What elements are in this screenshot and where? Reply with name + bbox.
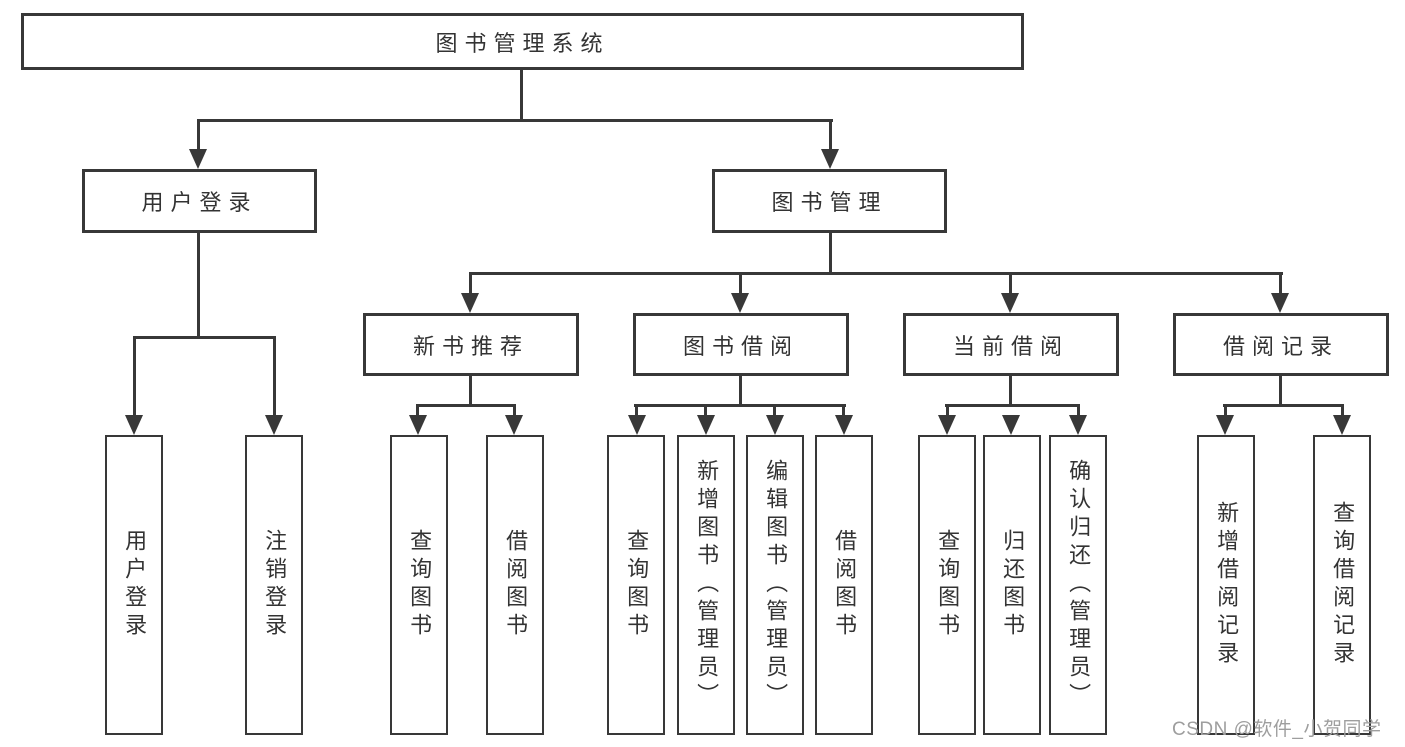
arrow-down-icon [821,149,839,169]
connector-line [704,404,707,418]
arrow-down-icon [125,415,143,435]
connector-line [416,404,516,407]
connector-line [946,404,949,418]
node-label: 查询图书 [624,529,650,641]
leaf-edit-books-admin: 编辑图书（管理员） [746,435,804,735]
arrow-down-icon [1216,415,1234,435]
node-label: 归还图书 [1000,529,1026,641]
connector-line [1077,404,1080,418]
leaf-query-borrow-record: 查询借阅记录 [1313,435,1371,735]
arrow-down-icon [628,415,646,435]
leaf-confirm-return-admin: 确认归还（管理员） [1049,435,1107,735]
leaf-borrow-books-borrowing: 借阅图书 [815,435,873,735]
arrow-down-icon [461,293,479,313]
arrow-down-icon [731,293,749,313]
leaf-logout: 注销登录 [245,435,303,735]
node-label: 新书推荐 [412,333,529,359]
connector-line [842,404,845,418]
connector-line [197,119,200,153]
connector-line [133,336,136,418]
connector-line [1279,272,1282,296]
connector-line [469,272,472,296]
leaf-return-books: 归还图书 [983,435,1041,735]
arrow-down-icon [409,415,427,435]
node-label: 注销登录 [262,529,288,641]
arrow-down-icon [766,415,784,435]
arrow-down-icon [835,415,853,435]
arrow-down-icon [265,415,283,435]
connector-line [469,272,1283,275]
node-current-borrowing: 当前借阅 [903,313,1119,376]
connector-line [829,119,832,153]
connector-line [773,404,776,418]
node-label: 借阅记录 [1222,333,1339,359]
connector-line [469,376,472,407]
node-label: 图书借阅 [682,333,799,359]
node-label: 新增图书（管理员） [694,459,720,711]
connector-line [1223,404,1344,407]
connector-line [739,376,742,407]
node-book-management: 图书管理 [712,169,947,233]
arrow-down-icon [505,415,523,435]
arrow-down-icon [1069,415,1087,435]
node-label: 编辑图书（管理员） [763,459,789,711]
connector-line [416,404,419,418]
node-user-login: 用户登录 [82,169,317,233]
connector-line [739,272,742,296]
node-label: 用户登录 [141,190,258,215]
node-label: 查询借阅记录 [1330,501,1356,669]
arrow-down-icon [697,415,715,435]
leaf-user-login: 用户登录 [105,435,163,735]
node-label: 查询图书 [935,529,961,641]
arrow-down-icon [1001,293,1019,313]
watermark-text: CSDN @软件_小贺同学 [1172,719,1382,740]
arrow-down-icon [1271,293,1289,313]
connector-line [273,336,276,418]
connector-line [829,233,832,275]
connector-line [133,336,276,339]
node-borrowing-records: 借阅记录 [1173,313,1389,376]
node-label: 借阅图书 [832,529,858,641]
connector-line [1279,376,1282,407]
connector-line [635,404,638,418]
connector-line [945,404,1079,407]
node-label: 用户登录 [122,529,148,641]
node-new-book-recommendation: 新书推荐 [363,313,579,376]
connector-line [1009,376,1012,407]
node-label: 借阅图书 [503,529,529,641]
leaf-query-books-borrowing: 查询图书 [607,435,665,735]
connector-line [634,404,846,407]
node-library-system: 图书管理系统 [21,13,1024,70]
arrow-down-icon [938,415,956,435]
connector-line [197,233,200,339]
connector-line [513,404,516,418]
leaf-query-books-current: 查询图书 [918,435,976,735]
leaf-borrow-books-recommend: 借阅图书 [486,435,544,735]
arrow-down-icon [1333,415,1351,435]
leaf-add-books-admin: 新增图书（管理员） [677,435,735,735]
node-label: 新增借阅记录 [1214,501,1240,669]
leaf-add-borrow-record: 新增借阅记录 [1197,435,1255,735]
node-label: 图书管理 [771,190,888,215]
node-label: 查询图书 [407,529,433,641]
arrow-down-icon [189,149,207,169]
connector-line [1224,404,1227,418]
connector-line [1009,272,1012,296]
connector-line [1341,404,1344,418]
node-label: 确认归还（管理员） [1066,459,1092,711]
leaf-query-books-recommend: 查询图书 [390,435,448,735]
connector-line [520,70,523,122]
arrow-down-icon [1002,415,1020,435]
node-label: 当前借阅 [952,333,1069,359]
connector-line [197,119,833,122]
node-book-borrowing: 图书借阅 [633,313,849,376]
node-label: 图书管理系统 [435,30,610,56]
